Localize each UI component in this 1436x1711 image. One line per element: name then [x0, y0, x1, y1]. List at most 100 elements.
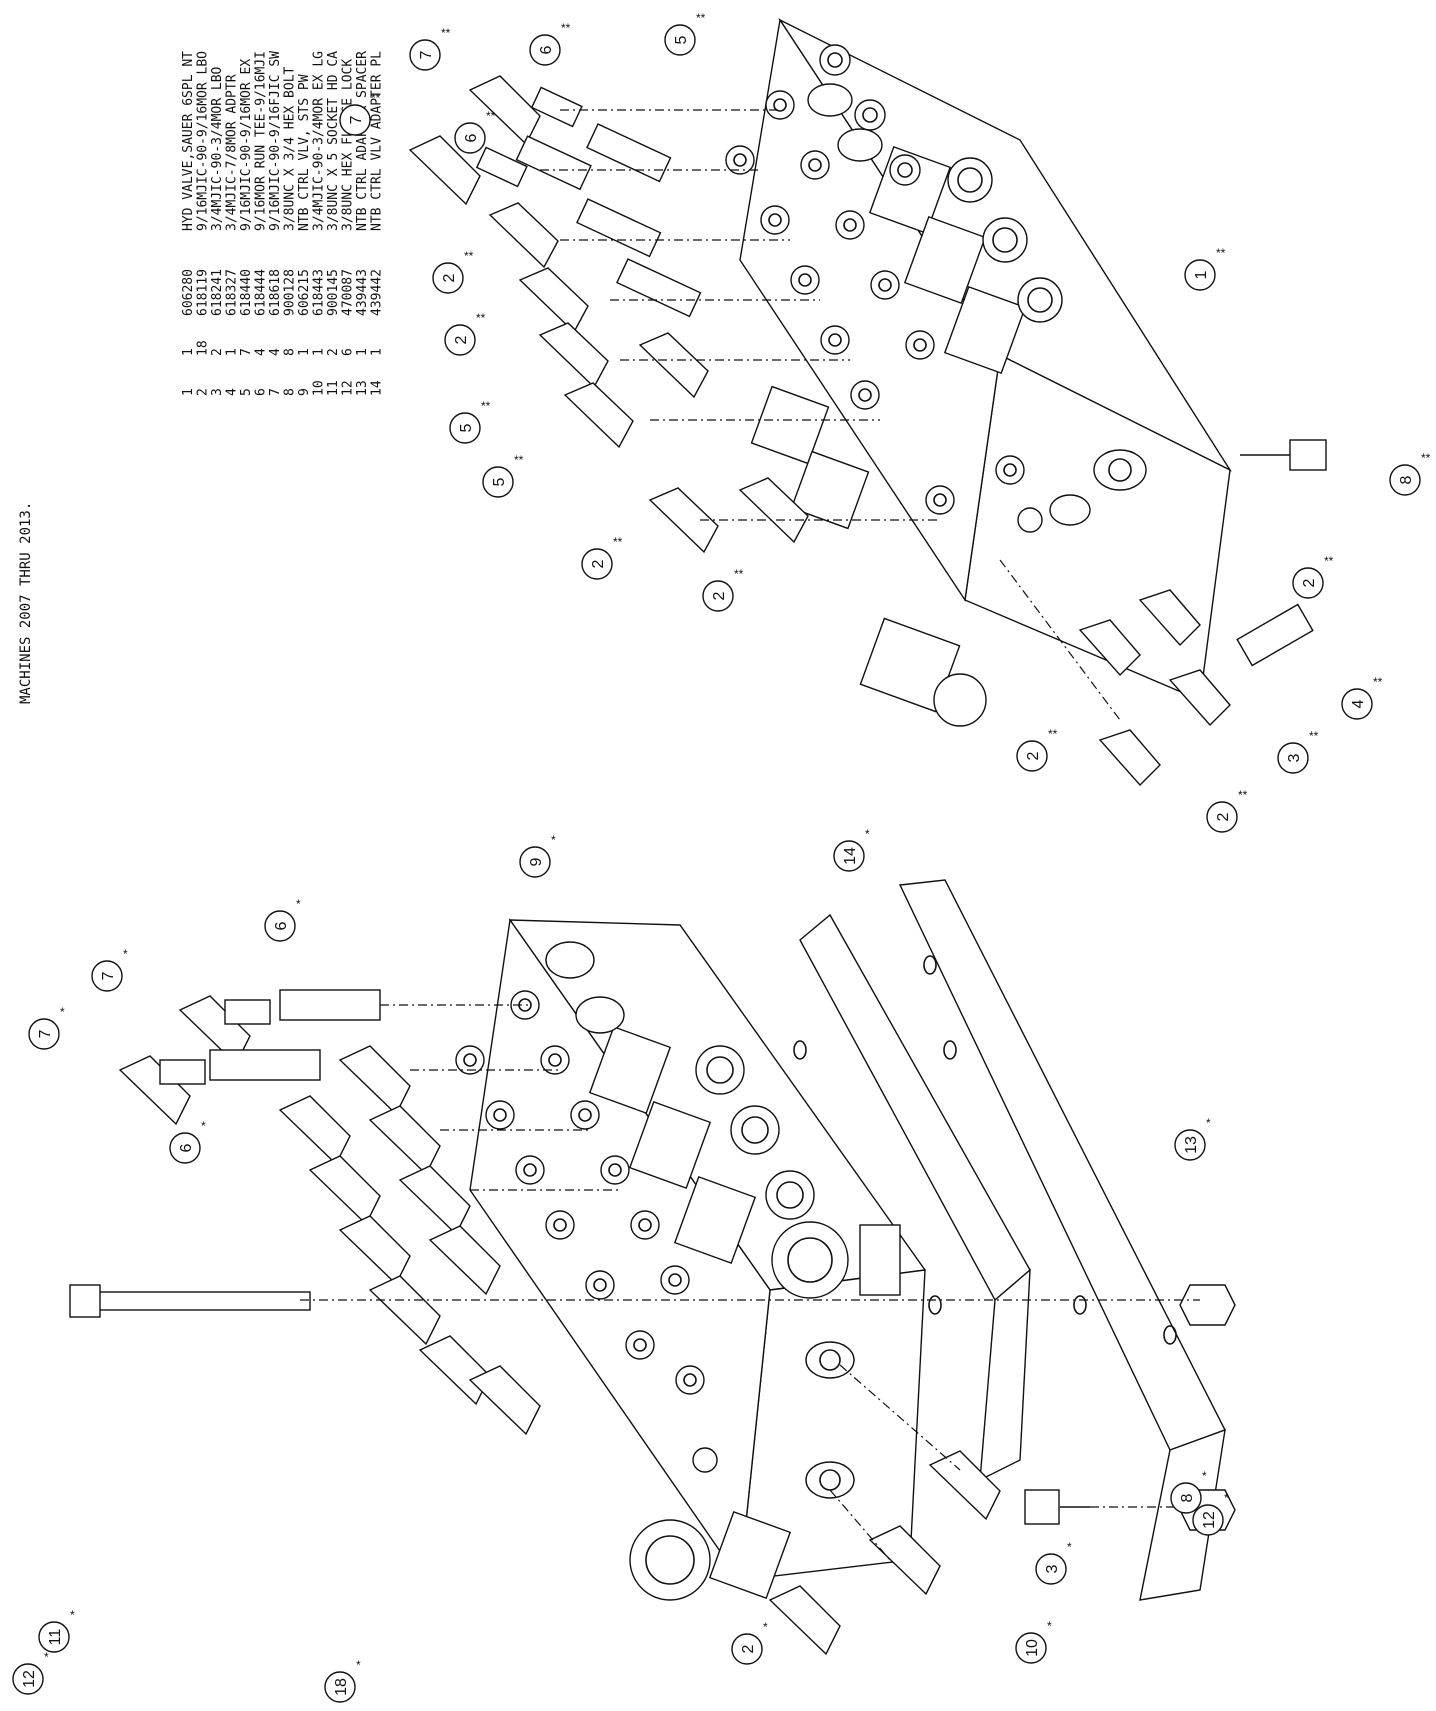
upper-balloon: 2** — [581, 535, 623, 580]
balloon-number: 12 — [21, 1670, 38, 1688]
balloon-mark: ** — [1373, 675, 1383, 689]
parts-table-desc: 3/8UNC HEX FLANGE LOCK — [341, 59, 356, 231]
parts-table-desc: 3/8UNC X 3/4 HEX BOLT — [283, 66, 298, 231]
lower-fittings — [69, 989, 1236, 1656]
parts-table-item: 4 — [225, 388, 240, 396]
lower-balloon: 12* — [12, 1650, 49, 1695]
parts-table-qty: 2 — [326, 348, 341, 356]
upper-balloon: 2 ** — [1206, 788, 1248, 833]
upper-balloon: 4** — [1341, 675, 1383, 720]
balloon-mark: * — [763, 1620, 768, 1634]
balloon-mark: ** — [696, 11, 706, 25]
lower-balloon: 14 * — [833, 827, 870, 872]
parts-table-part: 618327 — [225, 269, 240, 316]
balloon-circle — [1035, 1553, 1067, 1585]
lower-solenoids — [588, 1025, 901, 1601]
balloon-number: 5 — [458, 423, 475, 432]
balloon-mark: * — [60, 1005, 65, 1019]
parts-table-part: 618119 — [196, 269, 211, 316]
balloon-circle — [1170, 1482, 1202, 1514]
parts-table-part: 618618 — [268, 269, 283, 316]
balloon-number: 2 — [441, 273, 458, 282]
balloon-circle — [169, 1132, 201, 1164]
balloon-circle — [664, 24, 696, 56]
balloon-circle — [449, 412, 481, 444]
balloon-mark: * — [1047, 1619, 1052, 1633]
parts-table-part: 618241 — [210, 269, 225, 316]
balloon-circle — [833, 840, 865, 872]
balloon-number: 2 — [1301, 578, 1318, 587]
parts-table-qty: 4 — [268, 348, 283, 356]
lower-valve-assembly — [69, 879, 1236, 1656]
balloon-number: 13 — [1183, 1136, 1200, 1154]
balloon-mark: * — [865, 827, 870, 841]
balloon-mark: ** — [1238, 788, 1248, 802]
balloon-mark: * — [1224, 1491, 1229, 1505]
balloon-number: 6 — [273, 921, 290, 930]
balloon-circle — [519, 846, 551, 878]
upper-fittings — [408, 75, 1327, 787]
upper-balloon: 5** — [449, 399, 491, 444]
balloon-circle — [1174, 1129, 1206, 1161]
balloon-circle — [581, 548, 613, 580]
balloon-mark: ** — [371, 91, 381, 105]
header-note: MACHINES 2007 THRU 2013. — [18, 502, 34, 704]
balloon-circle — [1206, 801, 1238, 833]
parts-table-part: 900145 — [326, 269, 341, 316]
balloon-mark: ** — [1421, 451, 1431, 465]
balloon-number: 2 — [740, 1644, 757, 1653]
balloon-number: 1 — [1193, 270, 1210, 279]
parts-table-desc: 9/16MJIC-90-9/16MOR EX — [239, 59, 254, 231]
parts-table-qty: 1 — [225, 348, 240, 356]
parts-table-item: 2 — [196, 388, 211, 396]
balloon-circle — [1015, 1632, 1047, 1664]
balloon-number: 14 — [842, 847, 859, 865]
parts-table-desc: NTB CTRL VLV ADAPTER PL — [370, 51, 385, 231]
lower-balloon: 3* — [1035, 1540, 1072, 1585]
balloon-mark: ** — [486, 109, 496, 123]
balloon-circle — [529, 34, 561, 66]
balloon-mark: ** — [476, 311, 486, 325]
upper-balloon: 2** — [1016, 727, 1058, 772]
balloon-circle — [339, 104, 371, 136]
upper-balloon: 3** — [1277, 729, 1319, 774]
balloon-circle — [91, 960, 123, 992]
parts-table-part: 470087 — [341, 269, 356, 316]
balloon-circle — [1277, 742, 1309, 774]
lower-balloon: 18* — [324, 1658, 361, 1703]
balloon-number: 6 — [463, 133, 480, 142]
balloon-circle — [731, 1633, 763, 1665]
parts-table-qty: 18 — [196, 340, 211, 356]
socket-bolt-11 — [79, 1291, 311, 1311]
balloon-circle — [12, 1663, 44, 1695]
balloon-number: 8 — [1179, 1493, 1196, 1502]
balloon-mark: * — [123, 947, 128, 961]
hex-bolt-8 — [1024, 1489, 1060, 1525]
adapter-plate-14-edge — [979, 1268, 1031, 1482]
upper-balloon: 2** — [432, 249, 474, 294]
lower-balloon: 8* — [1170, 1469, 1207, 1514]
parts-table-desc: 3/4MJIC-90-3/4MOR LBO — [210, 66, 225, 231]
balloon-circle — [1389, 464, 1421, 496]
bolt-head-upper — [1289, 439, 1327, 471]
balloon-number: 2 — [1215, 812, 1232, 821]
parts-table-qty: 4 — [254, 348, 269, 356]
balloon-mark: * — [1202, 1469, 1207, 1483]
upper-ports — [725, 44, 1147, 533]
balloon-number: 9 — [528, 857, 545, 866]
balloon-mark: * — [70, 1608, 75, 1622]
upper-valve-assembly — [408, 18, 1327, 787]
lower-balloon: 10 * — [1015, 1619, 1052, 1664]
parts-table-item: 1 — [181, 388, 196, 396]
balloon-number: 12 — [1201, 1511, 1218, 1529]
balloon-mark: ** — [1216, 246, 1226, 260]
balloon-number: 10 — [1024, 1639, 1041, 1657]
balloon-mark: * — [296, 897, 301, 911]
balloon-number: 18 — [333, 1678, 350, 1696]
balloon-mark: ** — [613, 535, 623, 549]
